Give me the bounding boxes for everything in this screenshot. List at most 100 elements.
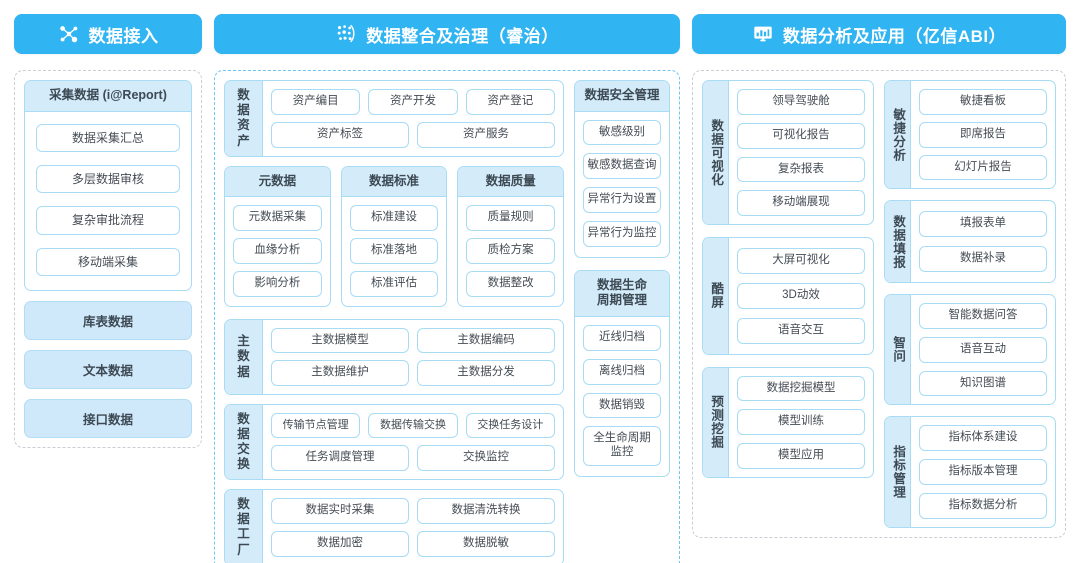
list-item[interactable]: 任务调度管理 [271, 445, 409, 472]
list-item[interactable]: 数据补录 [919, 246, 1047, 272]
list-item[interactable]: 资产编目 [271, 89, 361, 115]
ingest-block-text[interactable]: 文本数据 [24, 350, 192, 390]
group-master-data: 主数据 主数据模型 主数据编码 主数据维护 主数据分发 [224, 318, 564, 396]
analyze-left-stack: 数据可视化 领导驾驶舱 可视化报告 复杂报表 移动端展现 酷屏 [702, 80, 874, 528]
header-row: 数据接入 数据整合及治理（睿治） [0, 0, 1080, 54]
list-item[interactable]: 数据实时采集 [271, 498, 409, 524]
list-item[interactable]: 移动端展现 [737, 190, 865, 217]
list-item[interactable]: 交换监控 [417, 445, 555, 472]
list-item[interactable]: 异常行为监控 [583, 221, 661, 247]
list-item[interactable]: 主数据模型 [271, 327, 409, 354]
list-item[interactable]: 数据销毁 [583, 392, 661, 419]
list-item[interactable]: 主数据分发 [417, 360, 555, 387]
list-item[interactable]: 可视化报告 [737, 122, 865, 149]
govern-main-stack: 数据资产 资产编目 资产开发 资产登记 资产标签 资产服务 [224, 80, 565, 563]
list-item[interactable]: 资产开发 [368, 89, 458, 115]
card-data-quality: 数据质量 质量规则 质检方案 数据整改 [457, 165, 565, 307]
list-item[interactable]: 复杂报表 [737, 156, 865, 183]
list-item[interactable]: 敏捷看板 [919, 89, 1047, 115]
list-item[interactable]: 主数据编码 [417, 327, 555, 354]
group-data-factory-label: 数据工厂 [225, 490, 263, 563]
header-govern[interactable]: 数据整合及治理（睿治） [214, 14, 680, 54]
list-item[interactable]: 领导驾驶舱 [737, 89, 865, 115]
list-item[interactable]: 影响分析 [233, 270, 322, 297]
group-data-exchange: 数据交换 传输节点管理 数据传输交换 交换任务设计 任务调度管理 交换监控 [224, 404, 564, 481]
list-item[interactable]: 语音交互 [737, 317, 865, 344]
list-item[interactable]: 近线归档 [583, 325, 661, 351]
group-agile-analysis: 敏捷分析 敏捷看板 即席报告 幻灯片报告 [884, 80, 1056, 190]
card-data-lifecycle-title-line1: 数据生命 [596, 277, 647, 292]
list-item[interactable]: 异常行为设置 [583, 187, 661, 214]
list-item[interactable]: 数据传输交换 [368, 413, 458, 439]
row: 数据加密 数据脱敏 [271, 530, 555, 557]
list-item[interactable]: 交换任务设计 [465, 413, 555, 439]
list-item[interactable]: 模型训练 [737, 409, 865, 436]
list-item[interactable]: 全生命周期 监控 [583, 426, 661, 467]
label-text: 酷屏 [709, 282, 724, 310]
group-data-factory: 数据工厂 数据实时采集 数据清洗转换 数据加密 数据脱敏 [224, 489, 564, 563]
list-item[interactable]: 填报表单 [919, 211, 1047, 238]
list-item[interactable]: 数据采集汇总 [36, 123, 180, 153]
header-analyze[interactable]: 数据分析及应用（亿信ABI） [692, 14, 1066, 54]
list-item[interactable]: 移动端采集 [36, 247, 180, 277]
list-item[interactable]: 智能数据问答 [919, 302, 1047, 329]
group-data-filling: 数据填报 填报表单 数据补录 [884, 200, 1056, 283]
list-item[interactable]: 离线归档 [583, 358, 661, 385]
collect-data-card: 采集数据 (i@Report) 数据采集汇总 多层数据审核 复杂审批流程 移动端… [24, 80, 192, 292]
group-data-asset-label: 数据资产 [225, 81, 263, 156]
ingest-block-db[interactable]: 库表数据 [24, 301, 192, 341]
list-item[interactable]: 敏感级别 [583, 119, 661, 146]
list-item[interactable]: 质量规则 [466, 205, 556, 232]
list-item[interactable]: 传输节点管理 [271, 413, 361, 439]
list-item[interactable]: 即席报告 [919, 121, 1047, 148]
card-data-security-title: 数据安全管理 [575, 81, 669, 112]
list-item[interactable]: 大屏可视化 [737, 248, 865, 274]
list-item[interactable]: 标准建设 [349, 205, 439, 232]
list-item[interactable]: 数据加密 [271, 530, 409, 557]
card-data-standard: 数据标准 标准建设 标准落地 标准评估 [340, 165, 448, 307]
list-item[interactable]: 指标版本管理 [919, 459, 1047, 485]
column-ingest: 采集数据 (i@Report) 数据采集汇总 多层数据审核 复杂审批流程 移动端… [14, 70, 202, 563]
analyze-right-stack: 敏捷分析 敏捷看板 即席报告 幻灯片报告 数据填报 [884, 80, 1056, 528]
list-item[interactable]: 资产登记 [465, 89, 555, 115]
list-item[interactable]: 幻灯片报告 [919, 154, 1047, 181]
row: 资产标签 资产服务 [271, 121, 555, 148]
list-item[interactable]: 多层数据审核 [36, 165, 180, 194]
group-agile-analysis-label: 敏捷分析 [885, 81, 911, 189]
ingest-block-api[interactable]: 接口数据 [24, 399, 192, 439]
list-item[interactable]: 知识图谱 [919, 370, 1047, 397]
columns-row: 采集数据 (i@Report) 数据采集汇总 多层数据审核 复杂审批流程 移动端… [0, 54, 1080, 563]
row: 主数据维护 主数据分发 [271, 360, 555, 387]
list-item[interactable]: 指标数据分析 [919, 492, 1047, 519]
group-cool-screen: 酷屏 大屏可视化 3D动效 语音交互 [702, 237, 874, 355]
analyze-inner: 数据可视化 领导驾驶舱 可视化报告 复杂报表 移动端展现 酷屏 [702, 80, 1056, 528]
list-item[interactable]: 标准落地 [349, 238, 439, 264]
list-item[interactable]: 指标体系建设 [919, 425, 1047, 452]
list-item[interactable]: 血缘分析 [233, 238, 322, 264]
header-analyze-label: 数据分析及应用（亿信ABI） [782, 26, 1007, 46]
list-item[interactable]: 主数据维护 [271, 360, 409, 387]
label-text: 智问 [891, 336, 906, 364]
list-item[interactable]: 数据脱敏 [417, 530, 555, 557]
network-nodes-icon [59, 26, 77, 43]
list-item[interactable]: 数据清洗转换 [417, 498, 555, 524]
list-item[interactable]: 模型应用 [737, 443, 865, 469]
list-item[interactable]: 3D动效 [737, 282, 865, 309]
list-item[interactable]: 元数据采集 [233, 205, 322, 232]
group-indicator-management: 指标管理 指标体系建设 指标版本管理 指标数据分析 [884, 416, 1056, 528]
list-item[interactable]: 数据挖掘模型 [737, 375, 865, 402]
header-ingest[interactable]: 数据接入 [14, 14, 202, 54]
list-item[interactable]: 标准评估 [349, 270, 439, 297]
group-master-data-label: 主数据 [225, 319, 263, 395]
list-item[interactable]: 资产标签 [271, 121, 409, 148]
list-item[interactable]: 质检方案 [466, 238, 556, 264]
list-item[interactable]: 语音互动 [919, 336, 1047, 363]
list-item[interactable]: 资产服务 [417, 121, 555, 148]
list-item[interactable]: 复杂审批流程 [36, 206, 180, 235]
collect-data-items: 数据采集汇总 多层数据审核 复杂审批流程 移动端采集 [25, 112, 191, 291]
list-item[interactable]: 敏感数据查询 [583, 153, 661, 180]
analyze-panel: 数据可视化 领导驾驶舱 可视化报告 复杂报表 移动端展现 酷屏 [692, 70, 1066, 538]
label-text: 数据可视化 [709, 118, 724, 187]
list-item[interactable]: 数据整改 [466, 270, 556, 297]
row: 主数据模型 主数据编码 [271, 327, 555, 354]
